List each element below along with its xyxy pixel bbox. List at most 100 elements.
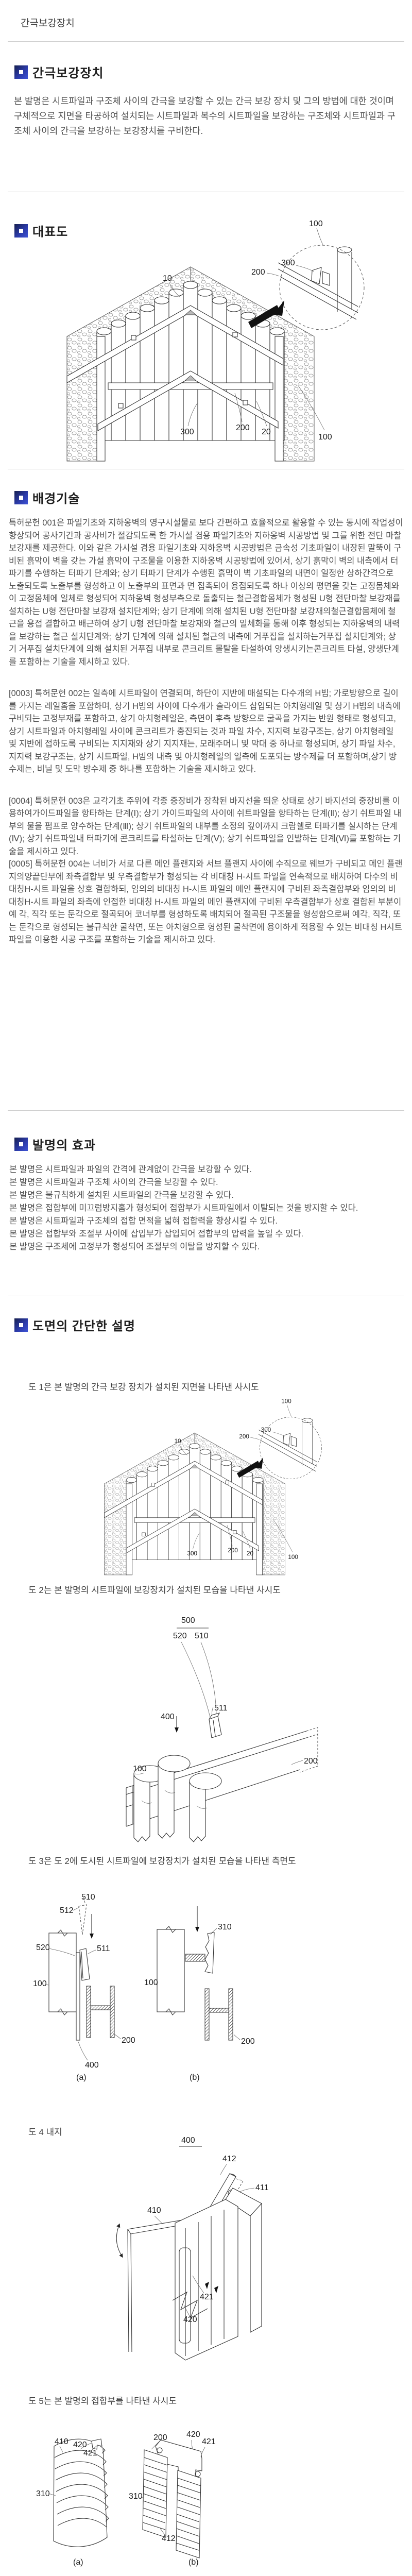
- fig5a-label-420: 420: [73, 2441, 87, 2449]
- channel-body: [172, 2199, 238, 2361]
- section-drawing-title: 대표도: [32, 225, 68, 239]
- fig5b-label-420: 420: [186, 2430, 200, 2439]
- plate-400: [76, 1952, 80, 2041]
- overview-paragraph: 본 발명은 시트파일과 구조체 사이의 간극을 보강할 수 있는 간극 보강 장…: [14, 96, 396, 136]
- detail-arrow: [248, 305, 280, 328]
- wedge-511: [79, 1948, 90, 1981]
- fig1-label-detail-pile: 100: [281, 1398, 291, 1405]
- background-p3: [0004] 특허문헌 003은 교각기초 주위에 각종 중장비가 장착된 바지…: [9, 796, 402, 856]
- swing-arrow: [116, 2223, 123, 2258]
- fig1-label-ground: 10: [163, 274, 172, 283]
- fig2-label-200: 200: [304, 1757, 318, 1766]
- figure-4: 400 412 411 410: [116, 2136, 269, 2361]
- fig1-label-beam: 200: [228, 1547, 238, 1554]
- effect-line: 본 발명은 시트파일과 구조체 사이의 간극을 보강할 수 있다.: [9, 1178, 218, 1187]
- section-figures-title: 도면의 간단한 설명: [32, 1319, 135, 1333]
- section-overview-title: 간극보강장치: [32, 66, 104, 80]
- figure2-caption: 도 2는 본 발명의 시트파일에 보강장치가 설치된 모습을 나타낸 사시도: [28, 1585, 281, 1595]
- fig5a-label-421: 421: [83, 2449, 97, 2458]
- section-bullet-icon: [14, 1137, 28, 1151]
- page-title: 간극보강장치: [21, 18, 75, 29]
- fig5-b: 200 420 421 310 412 (b): [129, 2430, 216, 2567]
- fig3a-tag: (a): [76, 2073, 87, 2082]
- fig1-label-detail-beam: 200: [251, 268, 265, 277]
- fig1-label-excav: 20: [262, 428, 271, 436]
- background-p4: [0005] 특허문헌 004는 너비가 서로 다른 메인 플랜지와 서브 플랜…: [9, 859, 403, 944]
- effect-line: 본 발명은 접합부에 미끄럼방지홈가 형성되어 접합부가 시트파일에서 이탈되는…: [9, 1204, 358, 1213]
- fig3a-label-100: 100: [33, 1979, 47, 1988]
- effect-line: 본 발명은 시트파일과 구조체의 접합 면적을 넓혀 접합력을 향상시킬 수 있…: [9, 1216, 278, 1226]
- effects-list: 본 발명은 시트파일과 파일의 간격에 관계없이 간극을 보강할 수 있다. 본…: [9, 1163, 404, 1253]
- section-figures-header: 도면의 간단한 설명: [14, 1316, 135, 1334]
- section-background-header: 배경기술: [14, 488, 80, 506]
- fig3b-label-310: 310: [218, 1923, 232, 1931]
- figure-1: 10 100 300 200 300 200 20 100: [104, 1398, 322, 1575]
- serrated-wedge: [204, 1932, 215, 1974]
- ghost-wedge: [78, 1904, 87, 1935]
- fig4-label-400: 400: [181, 2136, 195, 2145]
- figure-5: 410 420 421 310 (a) 200 420 421 310: [36, 2430, 216, 2567]
- effect-line: 본 발명은 구조체에 고정부가 형성되어 조절부의 이탈을 방지할 수 있다.: [9, 1242, 260, 1251]
- fig3b-tag: (b): [190, 2073, 200, 2082]
- divider: [8, 41, 404, 42]
- fig1-label-wedge: 300: [180, 428, 194, 436]
- section-bullet-icon: [14, 490, 28, 504]
- fig3a-label-400: 400: [85, 2061, 99, 2070]
- waler-upper: [66, 305, 284, 383]
- fig5b-label-412: 412: [162, 2534, 176, 2543]
- fig3a-label-512: 512: [60, 1906, 74, 1915]
- section-background-title: 배경기술: [32, 492, 80, 506]
- fig2-label-400: 400: [161, 1713, 175, 1721]
- fig4-label-411: 411: [255, 2183, 269, 2192]
- fig1-label-wedge: 300: [187, 1550, 197, 1557]
- figure1-caption: 도 1은 본 발명의 간극 보강 장치가 설치된 지면을 나타낸 사시도: [28, 1382, 259, 1392]
- fig1-label-detail-pile: 100: [309, 219, 323, 228]
- fig3-b: 310 100 200 (b): [144, 1906, 255, 2082]
- figure-2: 500 520 510 511 400 100 200: [126, 1616, 318, 1842]
- figure4-caption: 도 4 내지: [28, 2127, 62, 2137]
- fig1-label-beam: 200: [236, 423, 250, 432]
- fig3a-label-510: 510: [81, 1893, 95, 1902]
- background-p2: [0003] 특허문헌 002는 일측에 시트파일이 연결되며, 하단이 지반에…: [9, 689, 401, 774]
- corner-post-right: [274, 336, 284, 462]
- fig1-label-detail-wedge: 300: [261, 1427, 271, 1433]
- connector: [185, 1954, 205, 1962]
- fig5b-label-421: 421: [202, 2437, 216, 2446]
- fig4-label-421: 421: [200, 2293, 214, 2301]
- fig2-label-group: 500: [181, 1616, 195, 1625]
- section-bullet-icon: [14, 65, 28, 79]
- fig2-label-sub1: 520: [173, 1632, 187, 1640]
- fig4-label-410: 410: [147, 2206, 161, 2215]
- figure3-caption: 도 3은 도 2에 도시된 시트파일에 보강장치가 설치된 모습을 나타낸 측면…: [28, 1856, 296, 1866]
- fig5b-tag: (b): [188, 2558, 199, 2567]
- background-p1: 특허문헌 001은 파일기초와 지하옹벽의 영구시설물로 보다 간편하고 효율적…: [9, 518, 403, 667]
- fig1-label-detail-wedge: 300: [281, 259, 295, 267]
- section-bullet-icon: [14, 224, 28, 238]
- section-effects-title: 발명의 효과: [32, 1139, 96, 1153]
- fig3-a: 510 512 520 511 100 200 400 (a): [33, 1893, 135, 2082]
- fig3a-label-511: 511: [97, 1944, 110, 1953]
- fig5b-label-310: 310: [129, 2492, 143, 2501]
- fig1-label-pile: 100: [318, 433, 332, 442]
- fig3b-label-100: 100: [144, 1978, 158, 1987]
- effect-line: 본 발명은 시트파일과 파일의 간격에 관계없이 간극을 보강할 수 있다.: [9, 1165, 252, 1174]
- detail-circle: [278, 245, 365, 330]
- fig3a-label-200: 200: [122, 2036, 135, 2045]
- fig3b-label-200: 200: [241, 2037, 255, 2046]
- fig1-label-pile: 100: [288, 1554, 298, 1561]
- figure-3: 510 512 520 511 100 200 400 (a): [33, 1893, 255, 2082]
- section-drawing-header: 대표도: [14, 222, 68, 240]
- section-bullet-icon: [14, 1318, 28, 1332]
- section-overview-header: 간극보강장치: [14, 63, 104, 81]
- fig2-label-sub2: 510: [195, 1632, 209, 1640]
- fig5a-label-410: 410: [55, 2437, 68, 2446]
- fig5b-label-200: 200: [153, 2433, 167, 2442]
- section-effects-header: 발명의 효과: [14, 1135, 96, 1153]
- pipes: [133, 1755, 222, 1842]
- wedge: [209, 1716, 222, 1738]
- waler-lower: [97, 370, 279, 431]
- fig1-label-ground: 10: [175, 1438, 182, 1445]
- fig5a-label-310: 310: [36, 2489, 50, 2498]
- fig1-label-excav: 20: [247, 1550, 254, 1557]
